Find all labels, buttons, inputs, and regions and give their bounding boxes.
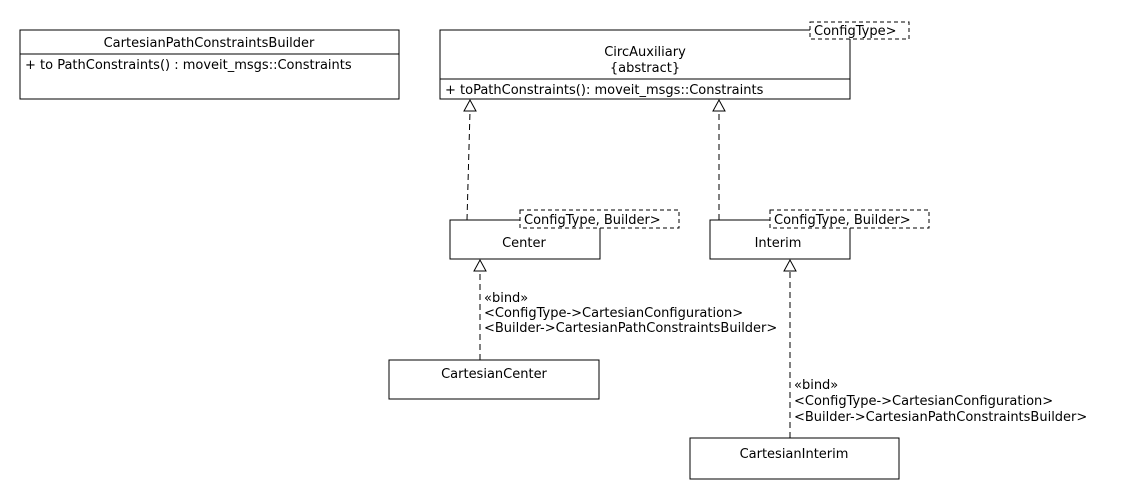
class-name: CartesianPathConstraintsBuilder [104,36,315,51]
realization-interim-to-circ-auxiliary [712,98,726,220]
hollow-triangle-arrowhead [783,258,797,272]
template-parameter: ConfigType, Builder> [524,213,661,228]
hollow-triangle-arrowhead [463,98,477,112]
template-parameter-box [769,209,930,229]
bind-builder: <Builder->CartesianPathConstraintsBuilde… [794,410,1087,425]
binding-cartesian-center-to-center: «bind» <ConfigType->CartesianConfigurati… [473,258,777,360]
class-name: Center [502,236,546,251]
bind-keyword: «bind» [794,378,838,393]
class-cartesian-center: CartesianCenter [388,359,600,400]
template-parameter-box [519,209,680,229]
hollow-triangle-arrowhead [712,98,726,112]
class-name: Interim [755,236,802,251]
template-parameter: ConfigType> [814,24,896,39]
binding-cartesian-interim-to-interim: «bind» <ConfigType->CartesianConfigurati… [783,258,1087,438]
template-parameter-box [809,21,910,40]
class-name: CircAuxiliary [604,45,686,60]
class-interim: ConfigType, Builder> Interim [709,209,930,260]
class-circ-auxiliary: ConfigType> CircAuxiliary {abstract} + t… [439,21,910,100]
class-operation: + to PathConstraints() : moveit_msgs::Co… [25,58,352,73]
bind-config-type: <ConfigType->CartesianConfiguration> [484,306,743,321]
bind-keyword: «bind» [484,291,528,306]
realization-center-to-circ-auxiliary [463,98,477,221]
class-name: CartesianCenter [441,367,547,382]
hollow-triangle-arrowhead [473,258,487,272]
class-operation: + toPathConstraints(): moveit_msgs::Cons… [445,83,764,98]
template-parameter: ConfigType, Builder> [774,213,911,228]
bind-config-type: <ConfigType->CartesianConfiguration> [794,394,1053,409]
class-name: CartesianInterim [740,447,849,462]
class-cartesian-interim: CartesianInterim [689,437,900,480]
class-stereotype: {abstract} [610,61,680,76]
class-cartesian-path-constraints-builder: CartesianPathConstraintsBuilder + to Pat… [19,29,400,100]
class-center: ConfigType, Builder> Center [449,209,680,260]
bind-builder: <Builder->CartesianPathConstraintsBuilde… [484,321,777,336]
